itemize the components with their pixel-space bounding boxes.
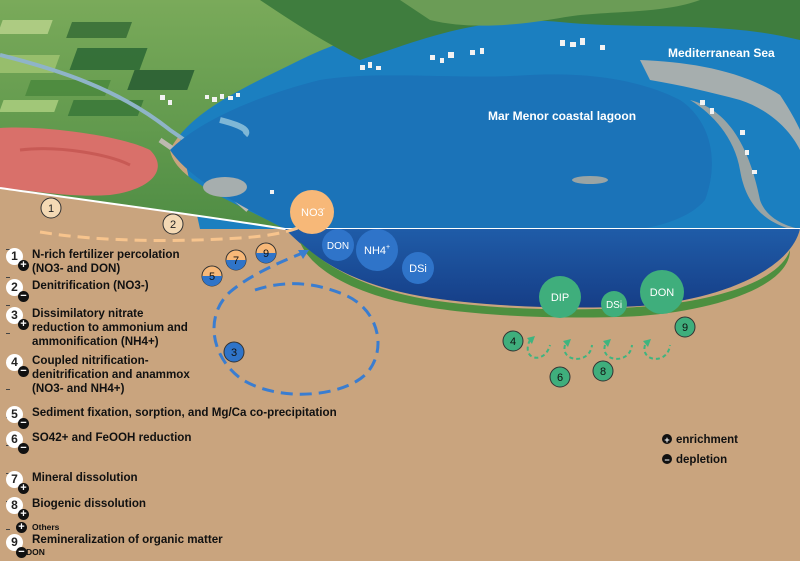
dsi-label: DSi	[409, 263, 427, 275]
island	[572, 176, 608, 184]
svg-text:+: +	[664, 435, 669, 445]
marker-5: 5	[202, 266, 222, 286]
legend-row-8: 8+ Biogenic dissolution	[6, 497, 146, 514]
legend-text-7: Mineral dissolution	[32, 471, 138, 485]
legend-text-8: Biogenic dissolution	[32, 497, 146, 511]
sea-label: Mediterranean Sea	[668, 46, 775, 60]
svg-text:3: 3	[231, 347, 237, 359]
legend-row-2: 2− Denitrification (NO3-)	[6, 279, 149, 296]
marker-4: 4	[503, 331, 523, 351]
svg-text:6: 6	[557, 372, 563, 384]
no3-label: NO3-	[301, 206, 326, 219]
marker-9-bottom: 9	[675, 317, 695, 337]
legend-row-4: 4− Coupled nitrification-denitrification…	[6, 354, 190, 396]
svg-text:1: 1	[48, 203, 54, 215]
svg-text:7: 7	[233, 255, 239, 267]
marker-8: 8	[593, 361, 613, 381]
don-label: DON	[327, 241, 349, 252]
legend-text-2: Denitrification (NO3-)	[32, 279, 149, 293]
legend-text-5: Sediment fixation, sorption, and Mg/Ca c…	[32, 406, 337, 420]
svg-text:depletion: depletion	[676, 454, 727, 466]
svg-text:9: 9	[682, 322, 688, 334]
marker-6: 6	[550, 367, 570, 387]
legend-text-1: N-rich fertilizer percolation(NO3- and D…	[32, 248, 180, 276]
svg-text:8: 8	[600, 366, 606, 378]
legend-text-4: Coupled nitrification-denitrification an…	[32, 354, 190, 396]
marker-2: 2	[163, 214, 183, 234]
marker-7: 7	[226, 250, 246, 270]
legend-text-6: SO42+ and FeOOH reduction	[32, 431, 191, 445]
legend-number-5: 5−	[6, 406, 23, 423]
marker-1: 1	[41, 198, 61, 218]
svg-text:2: 2	[170, 219, 176, 231]
legend-number-2: 2−	[6, 279, 23, 296]
svg-text:4: 4	[510, 336, 516, 348]
svg-text:−: −	[664, 455, 669, 465]
svg-text:9: 9	[263, 248, 269, 260]
svg-text:enrichment: enrichment	[676, 434, 738, 446]
legend-sign-9-top: +	[16, 522, 27, 533]
don-large-label: DON	[650, 287, 675, 299]
legend-number-1: 1+	[6, 248, 23, 265]
legend-row-6: 6− SO42+ and FeOOH reduction	[6, 431, 191, 448]
legend-row-7: 7+ Mineral dissolution	[6, 471, 138, 488]
lagoon-label: Mar Menor coastal lagoon	[488, 109, 636, 123]
legend-text-9: Others Remineralization of organic matte…	[32, 522, 223, 557]
legend-number-8: 8+	[6, 497, 23, 514]
svg-text:5: 5	[209, 271, 215, 283]
legend-row-9: + 9 − Others Remineralization of organic…	[6, 522, 223, 560]
dsi-small-label: DSi	[606, 300, 622, 311]
legend-row-1: 1+ N-rich fertilizer percolation(NO3- an…	[6, 248, 180, 276]
legend-number-6: 6−	[6, 431, 23, 448]
legend-number-4: 4−	[6, 354, 23, 371]
legend-row-5: 5− Sediment fixation, sorption, and Mg/C…	[6, 406, 337, 423]
marker-3: 3	[224, 342, 244, 362]
dip-label: DIP	[551, 292, 569, 304]
legend-number-3: 3+	[6, 307, 23, 324]
legend-number-7: 7+	[6, 471, 23, 488]
marker-9-top: 9	[256, 243, 276, 263]
